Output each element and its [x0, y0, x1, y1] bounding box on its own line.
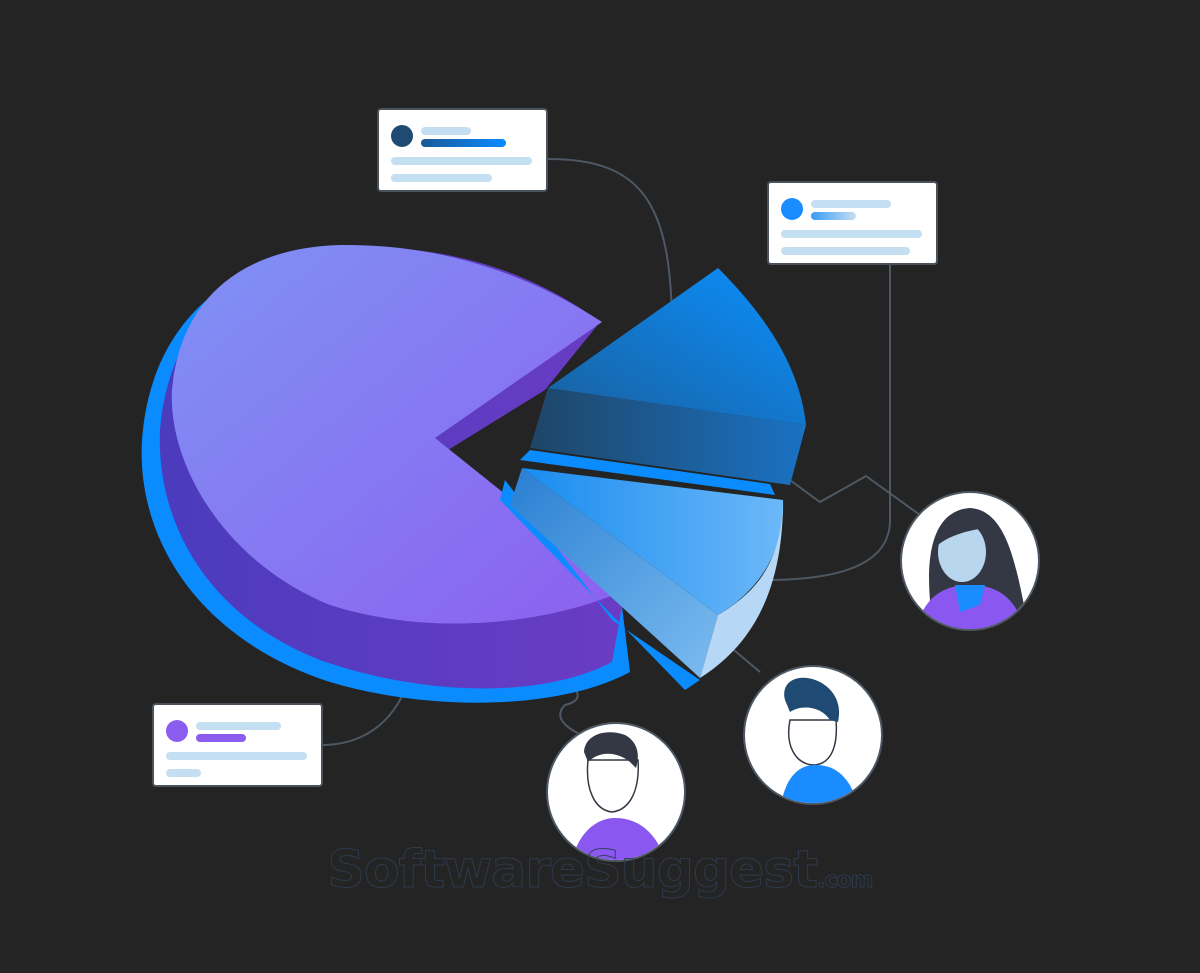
card-accent-bar	[196, 734, 246, 742]
large-purple-slice	[141, 244, 631, 703]
dark-blue-slice	[520, 268, 806, 495]
legend-dot-icon	[166, 720, 188, 742]
card-placeholder-line	[781, 230, 922, 238]
card-placeholder-line	[166, 769, 201, 777]
legend-dot-icon	[391, 125, 413, 147]
data-card-dark-blue	[377, 108, 548, 192]
watermark: SoftwareSuggest.com	[325, 840, 875, 901]
card-placeholder-line	[811, 200, 891, 208]
data-card-purple	[152, 703, 323, 787]
card-accent-bar	[811, 212, 856, 220]
light-blue-slice	[500, 468, 784, 690]
card-placeholder-line	[196, 722, 281, 730]
card-placeholder-line	[781, 247, 910, 255]
card-placeholder-line	[391, 174, 492, 182]
card-placeholder-line	[421, 127, 471, 135]
avatar-woman	[900, 491, 1040, 631]
card-placeholder-line	[166, 752, 307, 760]
watermark-suffix: .com	[817, 868, 874, 894]
avatar-man-blue	[743, 665, 883, 805]
card-placeholder-line	[391, 157, 532, 165]
data-card-light-blue	[767, 181, 938, 265]
card-accent-bar	[421, 139, 506, 147]
watermark-brand: SoftwareSuggest	[327, 840, 819, 901]
legend-dot-icon	[781, 198, 803, 220]
